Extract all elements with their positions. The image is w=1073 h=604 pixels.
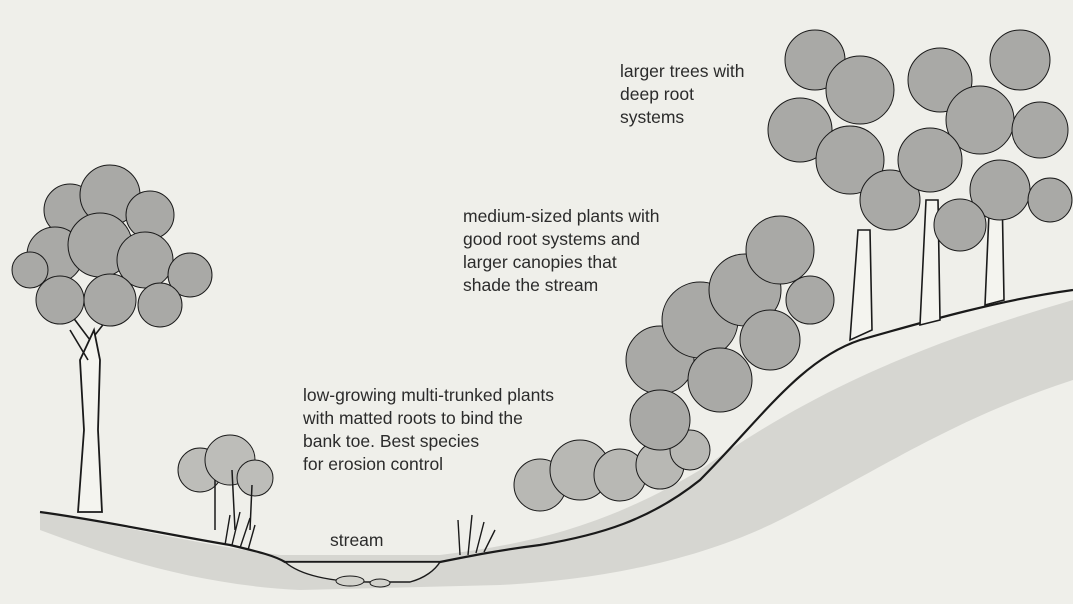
- label-line: larger trees with: [620, 60, 745, 83]
- label-line: stream: [330, 529, 383, 552]
- label-line: for erosion control: [303, 453, 554, 476]
- label-line: good root systems and: [463, 228, 659, 251]
- label-line: with matted roots to bind the: [303, 407, 554, 430]
- label-medium-sized-plants: medium-sized plants with good root syste…: [463, 205, 659, 297]
- label-line: medium-sized plants with: [463, 205, 659, 228]
- label-line: systems: [620, 106, 745, 129]
- label-larger-trees: larger trees with deep root systems: [620, 60, 745, 129]
- bank-shadow: [40, 300, 1073, 590]
- stream-pebble: [336, 576, 364, 586]
- left-shrub: [178, 435, 273, 530]
- label-stream: stream: [330, 529, 383, 552]
- label-line: bank toe. Best species: [303, 430, 554, 453]
- label-line: low-growing multi-trunked plants: [303, 384, 554, 407]
- label-line: deep root: [620, 83, 745, 106]
- label-line: larger canopies that: [463, 251, 659, 274]
- label-low-growing-plants: low-growing multi-trunked plants with ma…: [303, 384, 554, 476]
- label-line: shade the stream: [463, 274, 659, 297]
- stream-pebble: [370, 579, 390, 587]
